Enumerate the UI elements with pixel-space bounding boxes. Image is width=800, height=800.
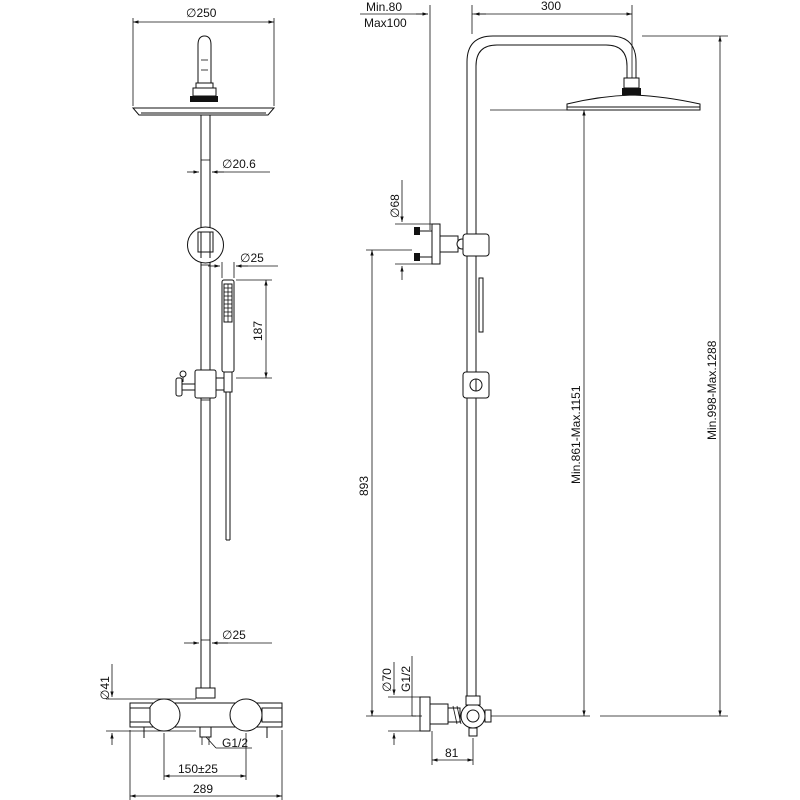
handshower-diameter-label: ∅25 — [240, 251, 264, 265]
arm-projection-label: 300 — [541, 0, 561, 13]
bracket-height-label: 893 — [357, 476, 371, 496]
overall-width-label: 289 — [193, 782, 213, 796]
front-shower-head — [131, 35, 276, 116]
front-slider — [175, 369, 225, 399]
bracket-height-dimension: 893 — [357, 249, 416, 717]
inlet-thread-dimension: G1/2 — [205, 736, 252, 750]
total-height-label: Min.998-Max.1288 — [705, 340, 719, 440]
valve-diameter-dimension: ∅70 — [380, 662, 420, 745]
arm-diameter-dimension: ∅20.6 — [187, 157, 270, 174]
overall-width-dimension: 289 — [129, 730, 283, 800]
offset-dimension: Min.80 Max100 — [360, 0, 486, 230]
valve-depth-label: 81 — [445, 746, 459, 760]
inlet-spacing-dimension: 150±25 — [163, 733, 247, 780]
rail-height-label: Min.861-Max.1151 — [569, 385, 583, 484]
side-riser-and-arm — [466, 35, 641, 705]
valve-thread-label: G1/2 — [399, 666, 413, 692]
valve-thread-dimension: G1/2 — [399, 656, 422, 717]
side-shower-head — [566, 94, 701, 111]
front-riser-rail — [200, 115, 211, 690]
total-height-dimension: Min.998-Max.1288 — [600, 35, 728, 717]
pipe-diameter-label: ∅25 — [222, 628, 246, 642]
handshower-diameter-dimension: ∅25 — [208, 251, 278, 278]
front-view: ∅250 ∅20.6 — [98, 6, 283, 800]
front-hand-shower — [221, 279, 235, 541]
front-thermostatic-mixer — [129, 687, 283, 745]
mixer-diameter-label: ∅41 — [98, 676, 112, 700]
valve-depth-dimension: 81 — [431, 731, 474, 765]
arm-diameter-label: ∅20.6 — [222, 157, 256, 171]
offset-min-label: Min.80 — [366, 0, 402, 14]
nozzle-grid — [224, 284, 232, 322]
handshower-length-dimension: 187 — [236, 279, 272, 379]
offset-max-label: Max100 — [364, 16, 407, 30]
handshower-length-label: 187 — [251, 321, 265, 341]
arm-projection-dimension: 300 — [472, 0, 633, 78]
rail-height-dimension: Min.861-Max.1151 — [490, 109, 590, 717]
inlet-spacing-label: 150±25 — [178, 762, 218, 776]
valve-diameter-label: ∅70 — [380, 668, 394, 692]
head-diameter-dimension: ∅250 — [132, 6, 275, 106]
side-view: Min.80 Max100 300 ∅68 — [357, 0, 728, 765]
head-diameter-label: ∅250 — [186, 6, 217, 20]
side-valve — [419, 695, 492, 737]
bracket-diameter-label: ∅68 — [388, 194, 402, 218]
front-wall-bracket — [187, 226, 224, 264]
side-slider — [462, 277, 490, 399]
side-wall-bracket — [414, 223, 490, 265]
pipe-diameter-dimension: ∅25 — [184, 628, 272, 645]
inlet-thread-label: G1/2 — [222, 736, 248, 750]
bracket-diameter-dimension: ∅68 — [388, 180, 432, 280]
mixer-diameter-dimension: ∅41 — [98, 664, 196, 745]
